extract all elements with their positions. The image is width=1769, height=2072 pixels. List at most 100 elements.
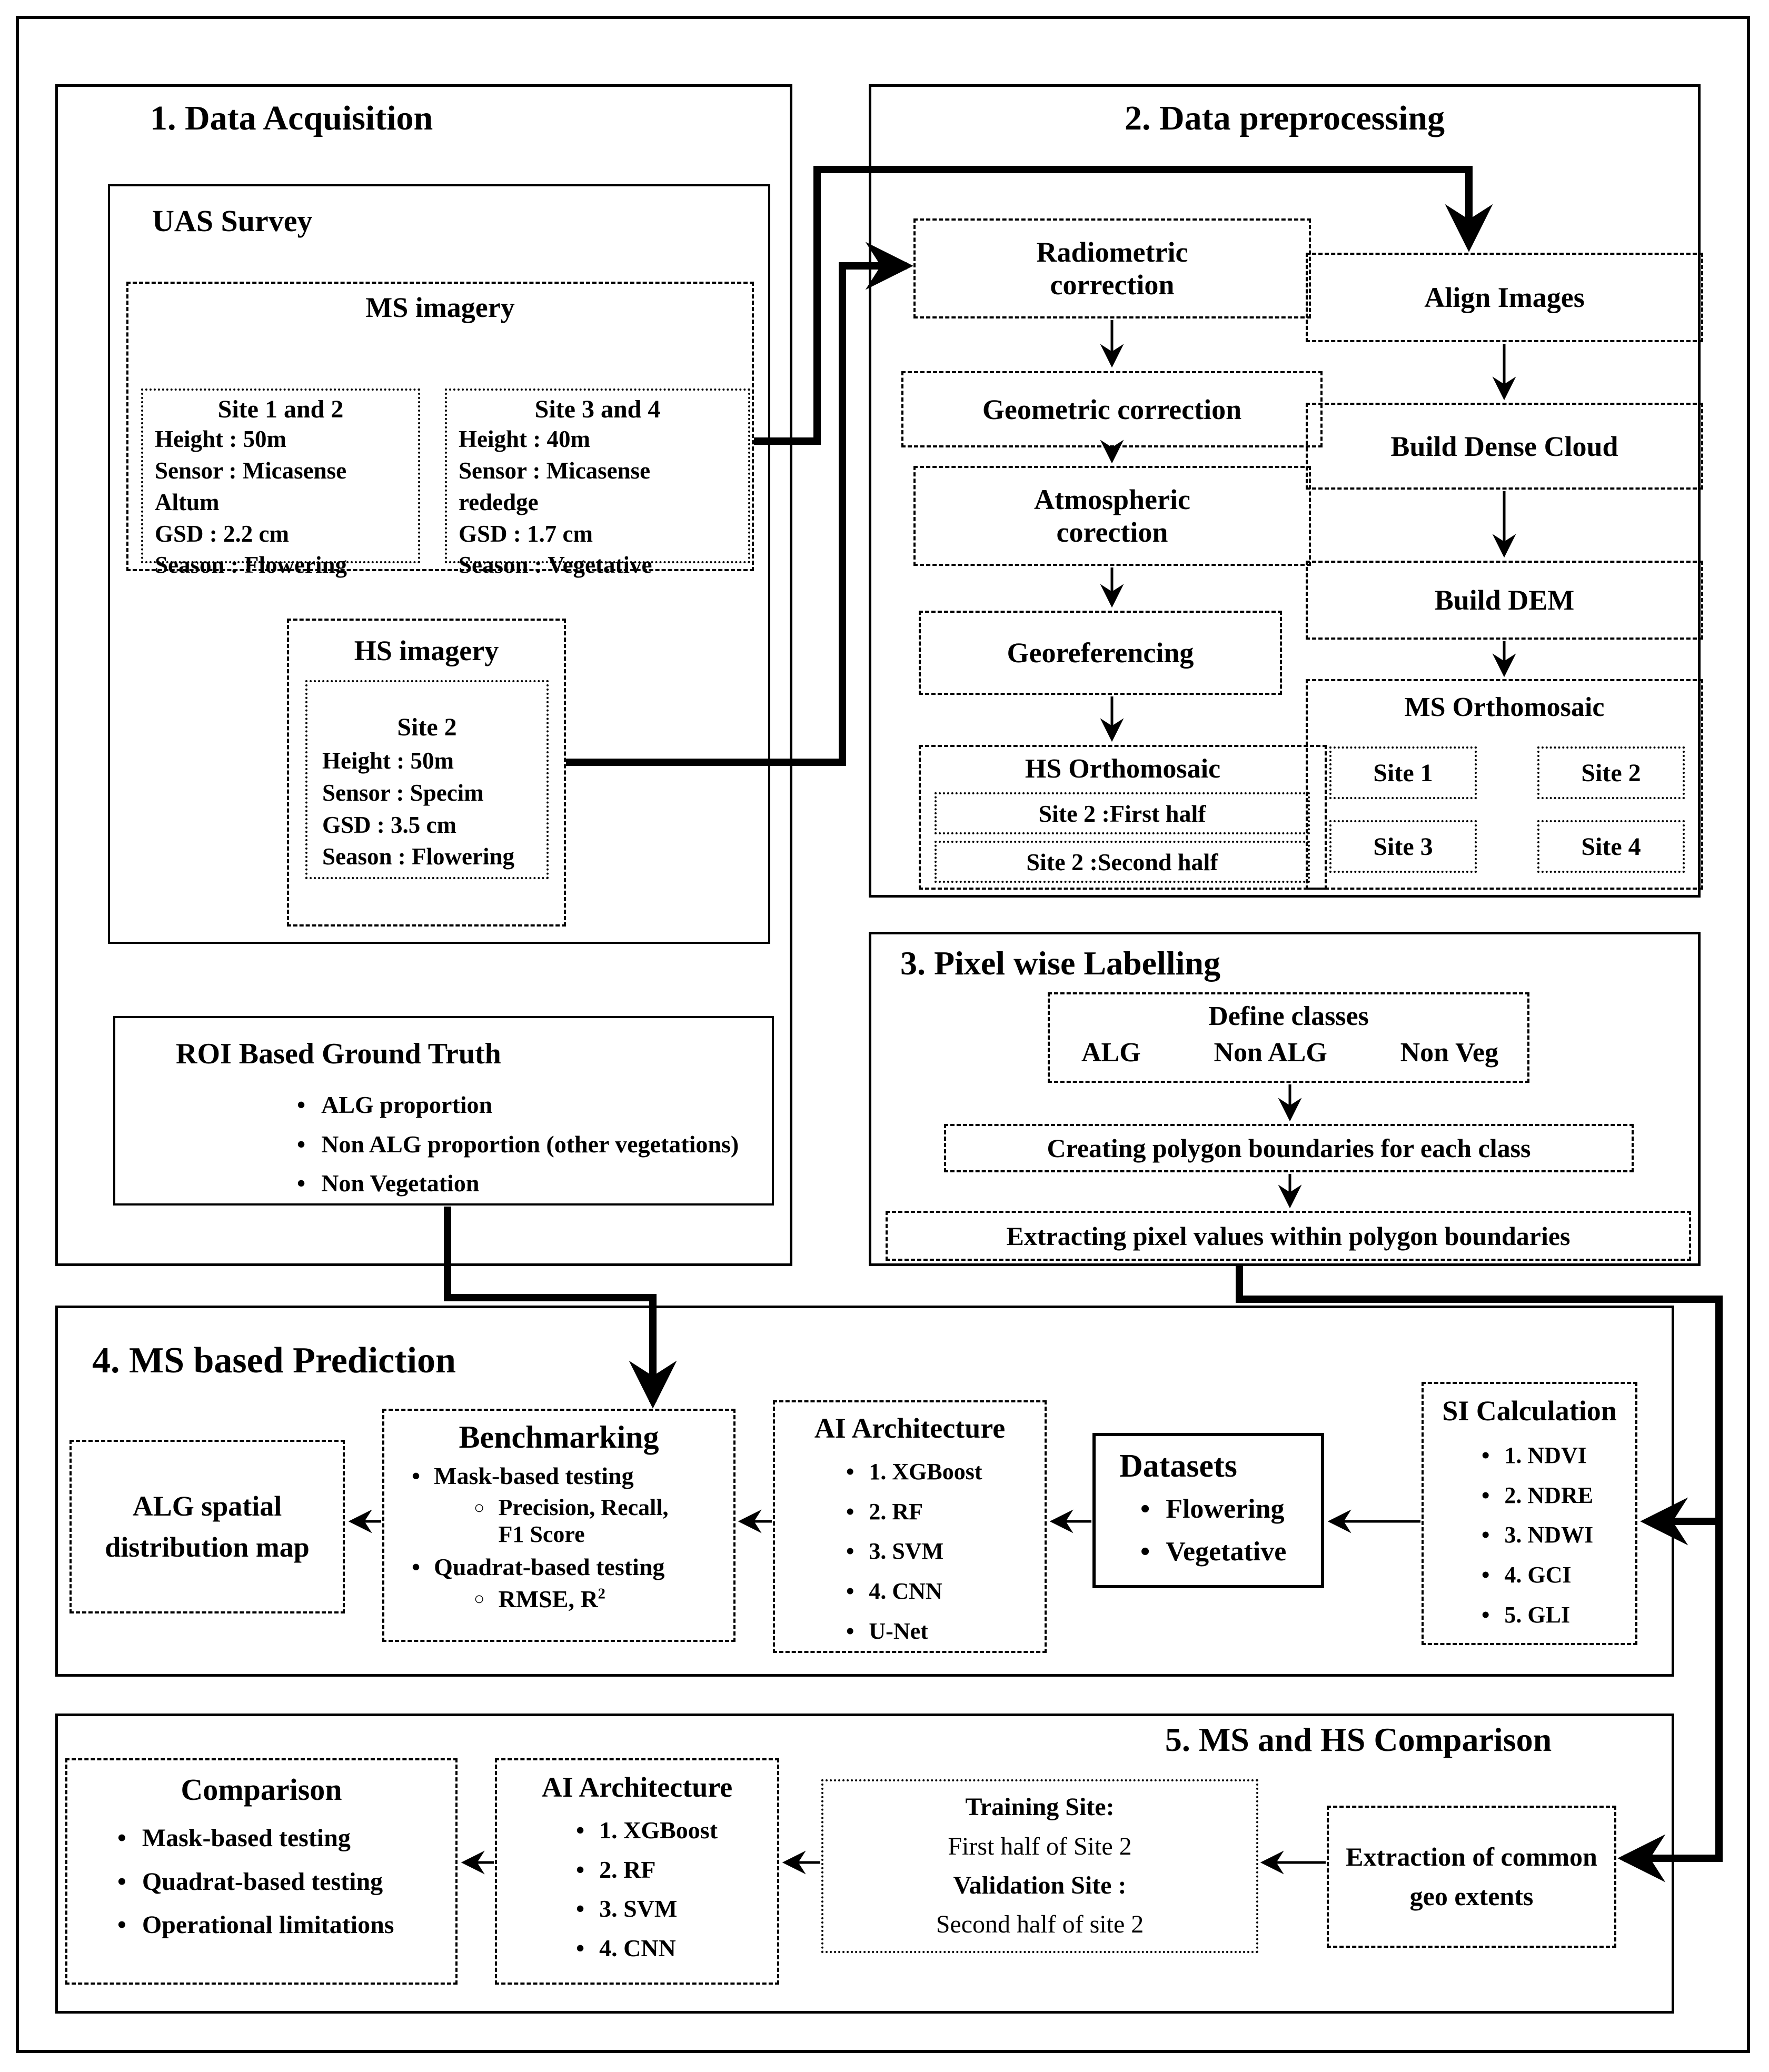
spec-line: Altum [155,489,220,515]
define-classes-title: Define classes [1208,1001,1369,1031]
alg-spatial-map-box: ALG spatial distribution map [69,1440,345,1613]
step-georeferencing: Georeferencing [919,611,1282,695]
bullet-icon: • [117,1824,126,1852]
bullet-icon: • [1482,1601,1490,1628]
section-ms-hs-comparison [55,1714,1674,2014]
spec-line: rededge [459,489,539,515]
ai-item: •2. RF [576,1850,777,1890]
bullet-icon: • [576,1895,585,1922]
training-validation-box: Training Site: First half of Site 2 Vali… [821,1779,1258,1953]
class-non-veg: Non Veg [1400,1038,1498,1068]
site-3-4-title: Site 3 and 4 [534,395,661,423]
hs-orthomosaic-title: HS Orthomosaic [1025,754,1221,784]
ms-imagery-title: MS imagery [365,292,515,323]
connector-ms-to-align-images [754,166,1493,445]
si-item: •1. NDVI [1482,1436,1635,1476]
step-build-dense-cloud: Build Dense Cloud [1306,403,1703,490]
bullet-icon: • [846,1459,854,1485]
validation-site-value: Second half of site 2 [936,1910,1144,1939]
site-2-title: Site 2 [397,713,457,741]
spec-line: Height : 50m [322,748,454,774]
section-3-title: 3. Pixel wise Labelling [900,944,1220,982]
spec-line: GSD : 2.2 cm [155,520,289,547]
roi-bullet: • ALG proportion [297,1085,772,1125]
ms-ortho-site-1: Site 1 [1329,746,1477,799]
uas-survey-label: UAS Survey [152,204,313,238]
bullet-icon: • [846,1538,854,1565]
bullet-icon: • [576,1817,585,1844]
bullet-icon: • [576,1934,585,1961]
section-1-title: 1. Data Acquisition [150,99,433,137]
si-calculation-box: SI Calculation •1. NDVI •2. NDRE •3. NDW… [1422,1382,1637,1645]
extraction-geo-extents-box: Extraction of common geo extents [1327,1806,1616,1948]
si-calculation-title: SI Calculation [1442,1395,1617,1427]
bullet-icon: • [846,1578,854,1605]
roi-title: ROI Based Ground Truth [176,1038,501,1070]
class-non-alg: Non ALG [1214,1038,1327,1068]
dataset-item: •Flowering [1140,1488,1321,1531]
class-alg: ALG [1081,1038,1141,1068]
hs-imagery-title: HS imagery [354,635,499,666]
circle-bullet-icon: ○ [474,1498,485,1518]
bullet-icon: • [846,1618,854,1644]
spec-line: Sensor : Specim [322,779,484,806]
hs-orthomosaic-box: HS Orthomosaic [919,745,1327,890]
step-build-dem: Build DEM [1306,561,1703,640]
site-2-box: Site 2 Height : 50m Sensor : Specim GSD … [305,680,549,879]
spec-line: GSD : 1.7 cm [459,520,593,547]
ms-ortho-site-2: Site 2 [1537,746,1685,799]
section-pixel-wise-labelling: 3. Pixel wise Labelling [869,932,1701,1266]
roi-bullet: • Non Vegetation [297,1164,772,1203]
ms-imagery-box: MS imagery [126,282,754,571]
figure-border [16,16,1750,2053]
bullet-icon: • [412,1553,421,1580]
bullet-icon: • [1482,1562,1490,1588]
ai-item: •1. XGBoost [576,1811,777,1850]
section-ms-based-prediction: 4. MS based Prediction [55,1306,1674,1677]
step-atmospheric-correction: Atmospheric corection [913,466,1311,566]
spec-line: GSD : 3.5 cm [322,811,456,838]
benchmark-subitem: ○ RMSE, R2 [474,1586,605,1612]
step-extracting-pixels: Extracting pixel values within polygon b… [886,1211,1691,1261]
bullet-icon: • [297,1091,306,1118]
ai-architecture-title: AI Architecture [814,1412,1006,1444]
ai-item: •3. SVM [576,1889,777,1929]
uas-survey-box: UAS Survey [108,184,770,944]
datasets-title: Datasets [1119,1448,1237,1484]
roi-ground-truth-box: ROI Based Ground Truth • ALG proportion … [113,1016,774,1206]
spec-line: Height : 40m [459,426,590,452]
comparison-item: •Operational limitations [117,1904,455,1947]
step-geometric-correction: Geometric correction [901,371,1323,447]
connector-roi-to-benchmarking [444,1207,677,1409]
ms-orthomosaic-box: MS Orthomosaic [1306,679,1703,890]
datasets-box: Datasets •Flowering •Vegetative [1092,1433,1324,1588]
benchmarking-box: Benchmarking • Mask-based testing ○ Prec… [382,1409,736,1642]
comparison-title: Comparison [181,1772,342,1807]
spec-line: Season : Vegetative [459,552,652,579]
bullet-icon: • [846,1498,854,1525]
bullet-icon: • [1482,1442,1490,1468]
bullet-icon: • [1482,1522,1490,1548]
dataset-item: •Vegetative [1140,1531,1321,1573]
bullet-icon: • [412,1462,421,1489]
section-data-preprocessing: 2. Data preprocessing [869,84,1701,898]
comparison-item: •Quadrat-based testing [117,1860,455,1904]
spec-line: Height : 50m [155,426,286,452]
ai-architecture-title: AI Architecture [541,1771,733,1803]
bullet-icon: • [297,1170,306,1197]
comparison-item: •Mask-based testing [117,1817,455,1860]
circle-bullet-icon: ○ [474,1589,485,1609]
hs-ortho-site2-second-half: Site 2 :Second half [935,841,1310,883]
step-creating-polygons: Creating polygon boundaries for each cla… [944,1124,1634,1172]
step-radiometric-correction: Radiometric correction [913,218,1311,318]
training-site-value: First half of Site 2 [948,1832,1132,1860]
ai-item: •3. SVM [846,1531,1045,1571]
benchmark-item: • Mask-based testing [412,1462,634,1489]
si-item: •4. GCI [1482,1555,1635,1595]
benchmarking-title: Benchmarking [459,1420,659,1455]
ms-ortho-site-3: Site 3 [1329,820,1477,873]
bullet-icon: • [117,1911,126,1939]
si-item: •5. GLI [1482,1595,1635,1635]
si-item: •3. NDWI [1482,1515,1635,1555]
